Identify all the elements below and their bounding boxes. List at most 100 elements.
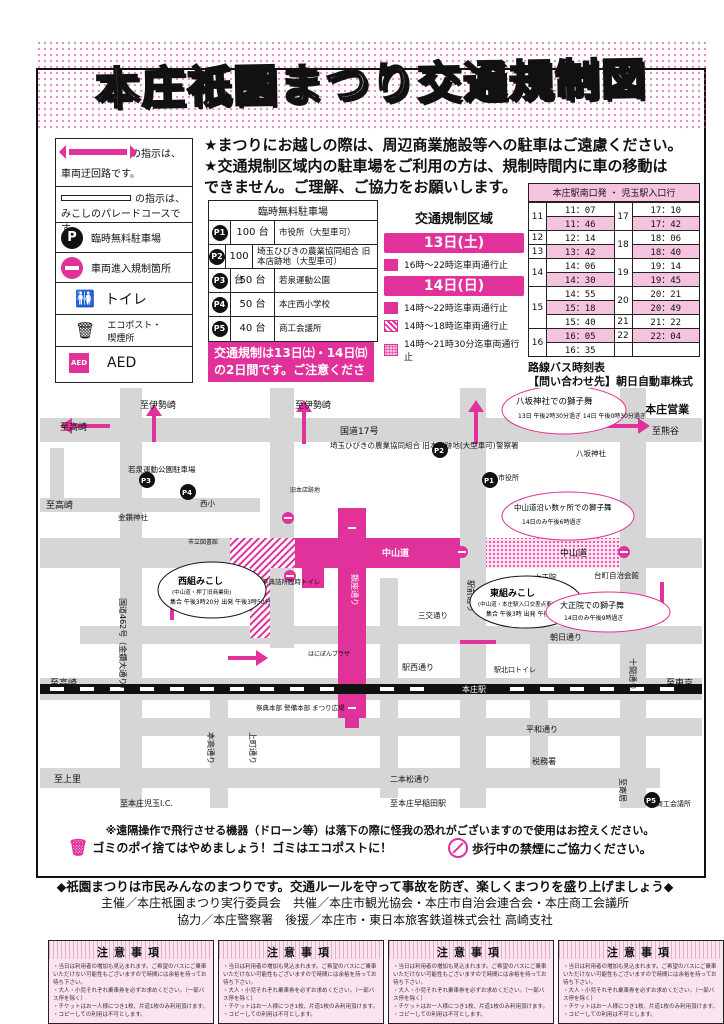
notice-card: 注意事項 ・当日は利用者の増加も見込まれます。ご希望のバスにご乗車いただけない可…: [218, 940, 384, 1024]
svg-text:集合 午後3時 出発 午後3時30分: 集合 午後3時 出発 午後3時30分: [486, 610, 573, 618]
label-honbu: 祭典本部 警備本部 まつり広場: [256, 703, 345, 712]
callout-nishigumi: 西組みこし (中山道・押丁旧商業街) 集合 午後3時20分 出発 午後3時50分: [157, 561, 271, 619]
callout-shishi2: 中山道沿い数ヶ所での獅子舞 14日のみ午後6時過ぎ: [501, 491, 635, 541]
label-takasaki3: 至高崎: [50, 677, 77, 689]
callout-shishi1: 八坂神社での獅子舞 13日 午後2時30分過ぎ 14日 午後0時30分過ぎ: [501, 388, 646, 435]
legend-parking: P 臨時無料駐車場: [56, 223, 192, 253]
svg-text:14日のみ午後6時過ぎ: 14日のみ午後6時過ぎ: [522, 518, 581, 526]
label-yorii: 至寄居: [618, 778, 628, 802]
label-daimachi: 台町自治会館: [594, 570, 639, 580]
svg-text:集合 午後3時20分 出発 午後3時50分: 集合 午後3時20分 出発 午後3時50分: [170, 598, 271, 606]
svg-text:P5: P5: [646, 797, 656, 805]
svg-text:大正院での獅子舞: 大正院での獅子舞: [560, 600, 624, 610]
restricted-area-dotted: [486, 538, 620, 568]
svg-text:P2: P2: [434, 447, 444, 455]
no-entry-icon: [61, 256, 83, 279]
legend-ecopost: 🗑 エコポスト・喫煙所: [56, 315, 192, 347]
day14-badge: 14日(日): [384, 276, 524, 296]
page-title: 本庄祇園まつり交通規制図: [94, 53, 649, 116]
toilet-icon: 🚻: [75, 289, 95, 308]
detour-arrow-icon: [59, 145, 137, 160]
label-taishoin: 大正院: [534, 572, 557, 582]
label-saiten-toilet: 祭典詰所臨時トイレ: [262, 577, 321, 586]
period-note: 交通規制は13日㈯・14日㈰の2日間です。ご注意ください。: [208, 342, 374, 394]
footer: ◆祇園まつりは市民みんなのまつりです。交通ルールを守って事故を防ぎ、楽しくまつり…: [56, 879, 674, 927]
svg-text:八坂神社での獅子舞: 八坂神社での獅子舞: [516, 396, 593, 407]
day13-badge: 13日(土): [384, 233, 524, 253]
label-kanamizu: 金鑽神社: [118, 512, 148, 522]
title-band: [36, 40, 706, 130]
smoking-notice: 歩行中の禁煙にご協力ください。: [448, 838, 652, 858]
traffic-map: 至伊勢崎 至伊勢崎 至高崎 国道17号 至熊谷 至高崎 若泉運動公園駐車場 西小…: [40, 388, 702, 808]
callout-shishi3: 大正院での獅子舞 14日のみ午後9時過ぎ: [545, 591, 671, 633]
label-route17: 国道17号: [340, 425, 378, 437]
restricted-area-solid: [295, 508, 460, 728]
parking-markers: P3 P4 P2 P1 P5: [139, 442, 660, 808]
parking-icon: P: [61, 226, 83, 249]
label-kodama-ic: 至本庄児玉I.C.: [120, 798, 173, 808]
label-nakasendo1: 中山道: [382, 547, 409, 559]
svg-text:(中山道・本庄駅入口交差点東): (中山道・本庄駅入口交差点東): [478, 600, 554, 608]
notice-card: 注意事項 ・当日は利用者の増加も見込まれます。ご希望のバスにご乗車いただけない可…: [48, 940, 214, 1024]
label-kamimachi: 上町通り: [248, 732, 258, 764]
label-shokokaigisho: 商工会議所: [656, 799, 691, 808]
label-plaza: はにぽんプラザ: [308, 650, 350, 658]
label-ise2: 至伊勢崎: [295, 399, 331, 411]
notice-cards: 注意事項 ・当日は利用者の増加も見込まれます。ご希望のバスにご乗車いただけない可…: [48, 940, 724, 1024]
label-yasaka: 八坂神社: [576, 448, 606, 458]
detour-arrows: [60, 400, 664, 666]
swatch-solid: [384, 258, 398, 271]
swatch-solid: [384, 301, 398, 314]
label-wakaizumi: 若泉運動公園駐車場: [128, 464, 196, 474]
drone-notice: ※遠隔操作で飛行させる機器（ドローン等）は落下の際に怪我の恐れがございますので使…: [105, 824, 655, 837]
notice-card: 注意事項 ・当日は利用者の増加も見込まれます。ご希望のバスにご乗車いただけない可…: [558, 940, 724, 1024]
svg-text:P3: P3: [141, 477, 151, 485]
label-route462: 国道462号（金鑽大通り）: [118, 598, 128, 693]
label-waseda: 至本庄早稲田駅: [390, 798, 446, 808]
label-honjo-st: 本庄駅: [462, 684, 486, 694]
label-nishisho: 西小: [200, 499, 215, 508]
label-jaibiki: 埼玉ひびきの農業協同組合 旧本店跡地(大型車可): [330, 440, 496, 450]
legend-aed: AED AED: [69, 353, 137, 373]
label-nishi: 駅西通り: [402, 662, 434, 672]
label-kamisato: 至上里: [54, 774, 81, 785]
label-takasaki1: 至高崎: [60, 421, 87, 433]
swatch-hatched: [384, 319, 398, 332]
railway: [40, 684, 702, 694]
no-entry-markers: [282, 512, 630, 714]
label-old-bank: 旧本店跡地: [290, 486, 320, 494]
restricted-area-hatched: [230, 538, 295, 568]
label-nihonmatsu: 二本松通り: [390, 774, 430, 784]
legend: の指示は、 車両迂回路です。 の指示は、 みこしのパレードコースです。 P 臨時…: [55, 138, 193, 383]
no-smoking-icon: [448, 838, 468, 858]
legend-toilet: 🚻 トイレ: [56, 283, 192, 315]
label-takasaki2: 至高崎: [46, 499, 73, 511]
label-sanko: 三交通り: [418, 610, 448, 620]
label-honkou: 本高通り: [206, 732, 216, 764]
swatch-dotted: [384, 344, 398, 356]
label-police: 警察署: [496, 440, 519, 450]
legend-detour: の指示は、 車両迂回路です。: [56, 139, 192, 187]
svg-text:中山道沿い数ヶ所での獅子舞: 中山道沿い数ヶ所での獅子舞: [514, 502, 612, 512]
label-kitaguchi: 駅北口トイレ: [494, 666, 536, 674]
legend-parade: の指示は、 みこしのパレードコースです。: [56, 187, 192, 235]
label-jukken: 十間通り: [628, 658, 638, 690]
label-zeimusho: 税務署: [532, 756, 556, 766]
aed-icon: AED: [69, 353, 90, 373]
label-ginza: 銀座通り: [350, 574, 360, 606]
svg-text:東組みこし: 東組みこし: [490, 587, 535, 599]
label-heiwa: 平和通り: [526, 724, 558, 734]
label-kumagaya: 至熊谷: [652, 425, 679, 437]
parade-arrow-icon: [61, 194, 131, 201]
label-library: 市立図書館: [188, 538, 218, 546]
trash-can-icon: 🗑: [68, 838, 89, 857]
svg-text:P4: P4: [182, 489, 192, 497]
regulation-area: 交通規制区域 13日(土) 16時〜22時迄車両通行止 14日(日) 14時〜2…: [384, 208, 524, 368]
label-nakasendo2: 中山道: [560, 547, 587, 559]
